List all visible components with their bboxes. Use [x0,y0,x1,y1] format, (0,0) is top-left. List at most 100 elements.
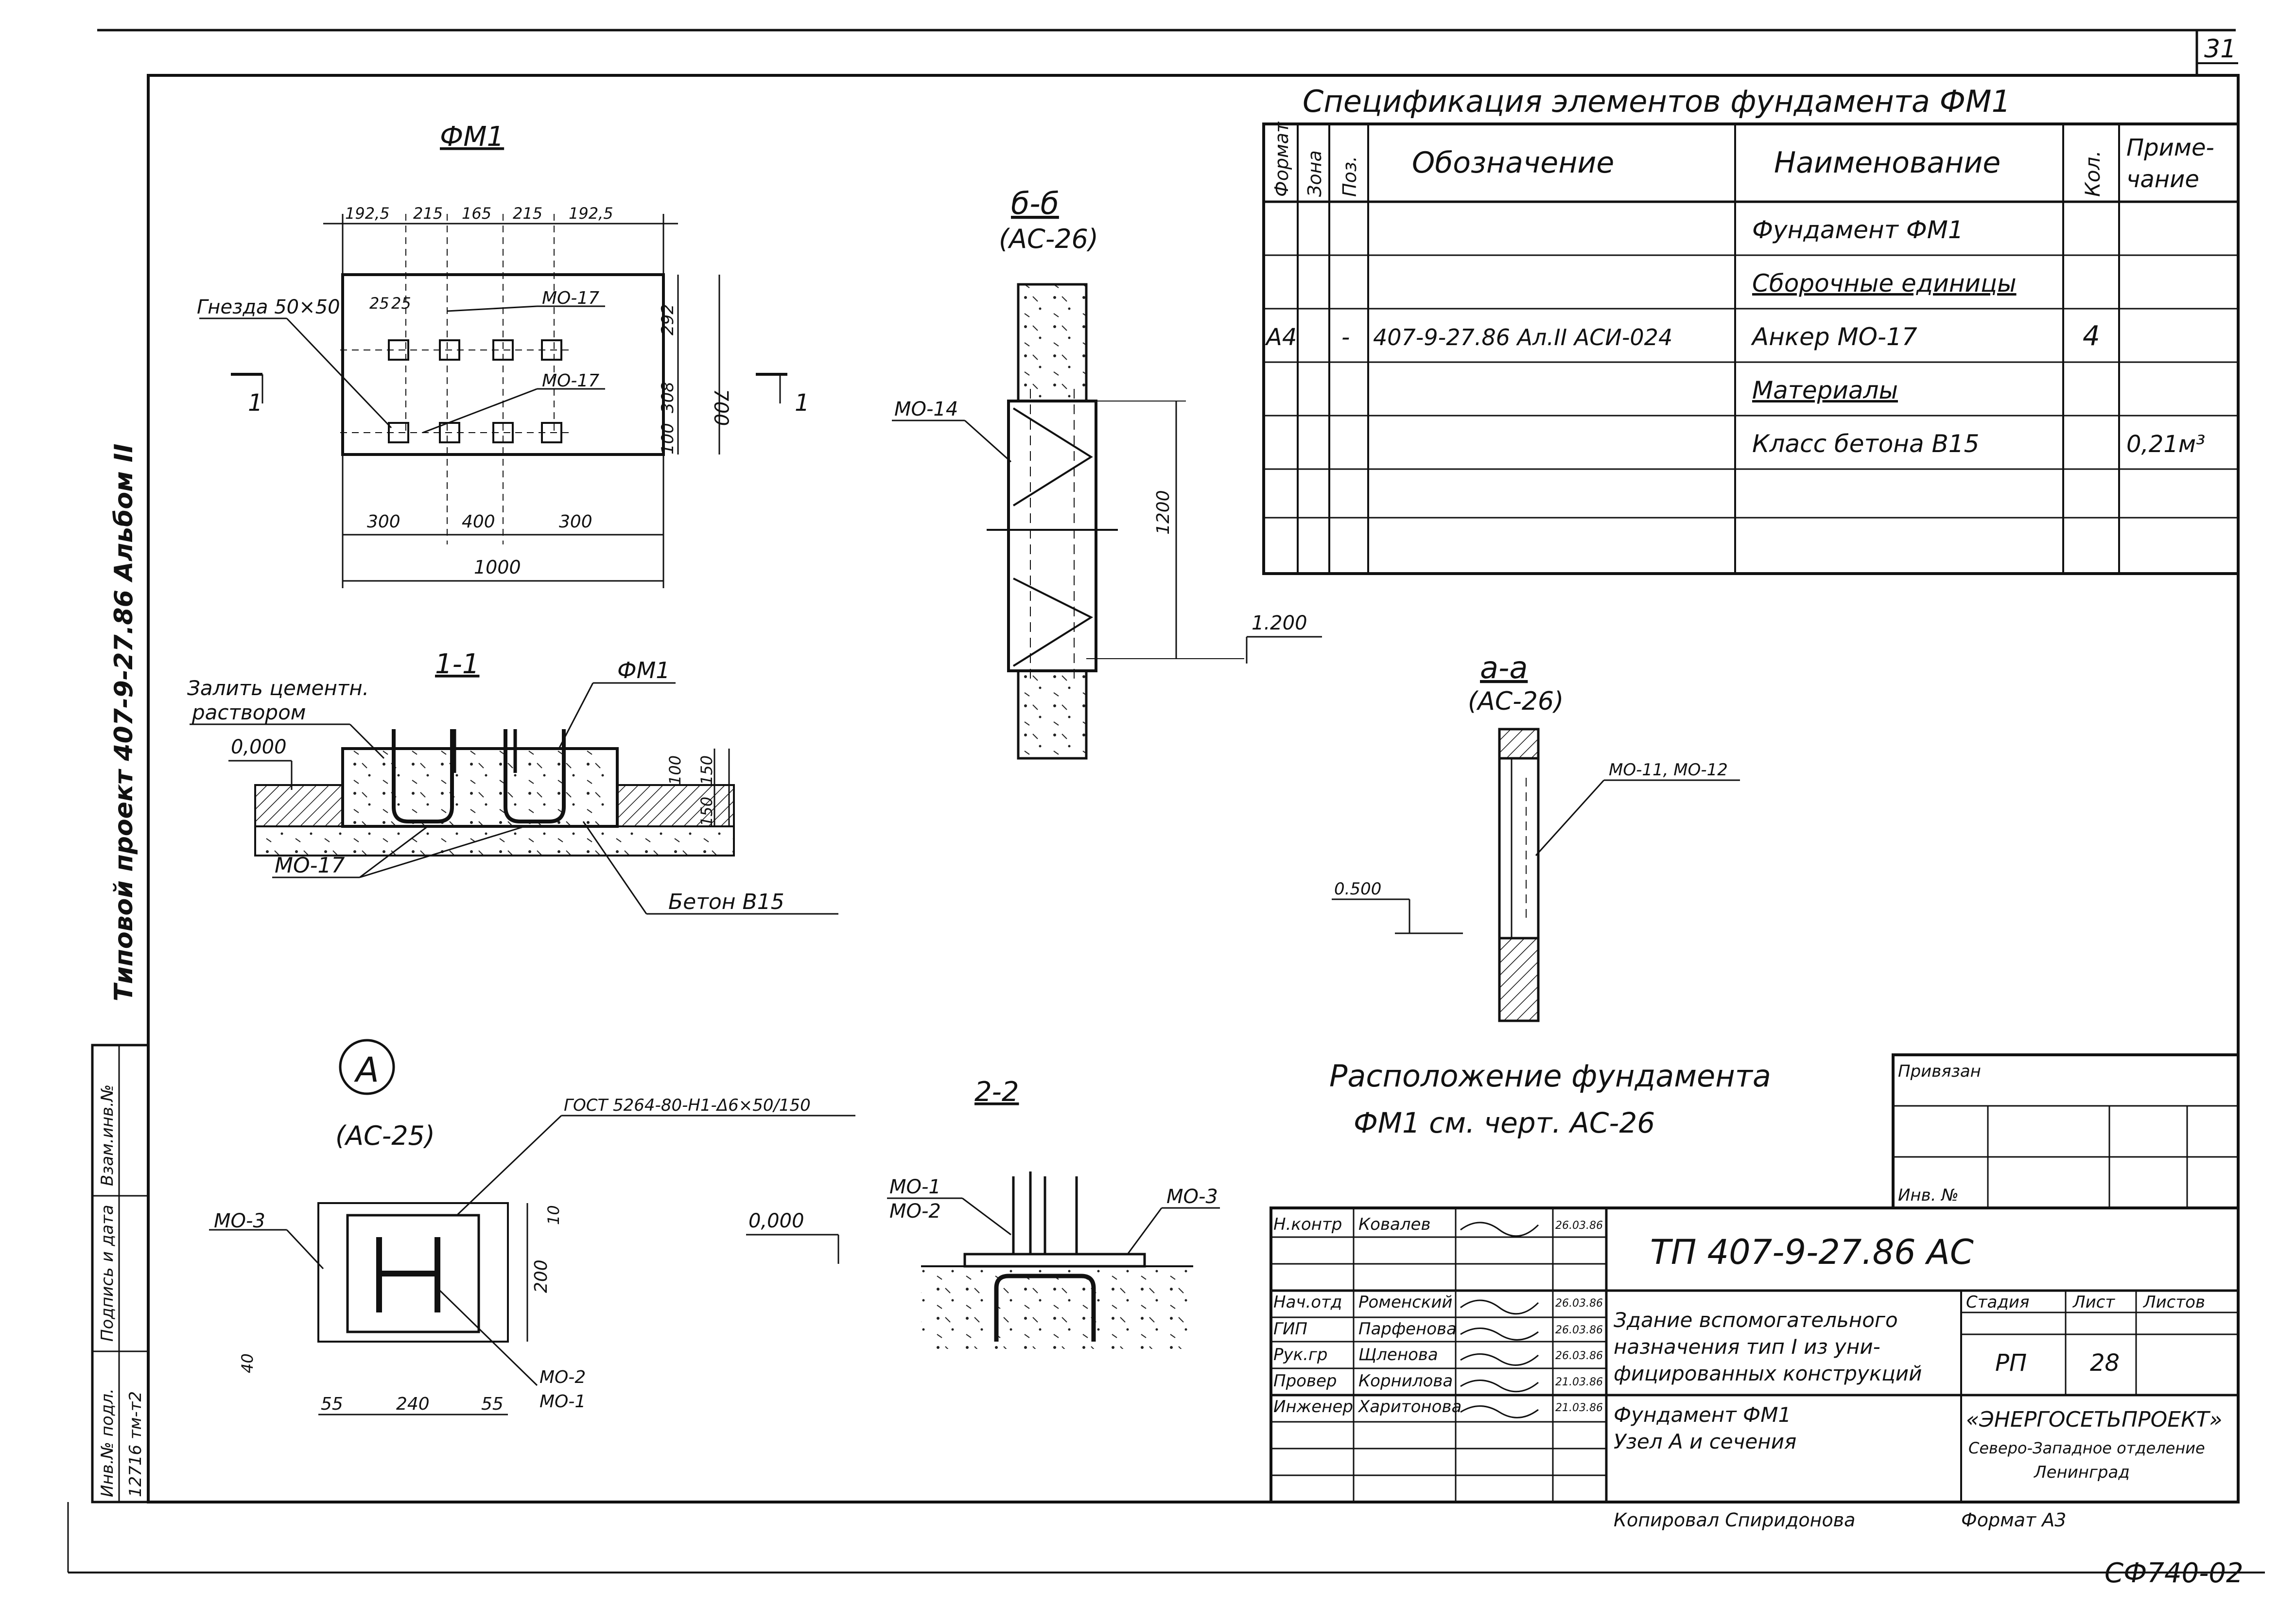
tb-date-6: 21.03.86 [1555,1402,1603,1414]
tb-drawing-2: Узел А и сечения [1614,1430,1796,1453]
plan-dim-top-4: 215 [513,204,542,223]
tb-building-3: фицированных конструкций [1614,1362,1922,1385]
sec11-grout-2: раствором [191,700,306,724]
plan-cut-right: 1 [795,389,810,417]
tb-date-2: 26.03.86 [1555,1297,1603,1310]
nodeA-small-1: 10 [544,1205,563,1225]
plan-mark-1: МО-17 [542,288,599,308]
spec-row3-format: А4 [1265,324,1297,351]
tb-attached: Привязан [1898,1062,1981,1081]
plan-overall: 1000 [474,557,521,578]
tb-role-2: Нач.отд [1273,1293,1342,1312]
section-2-2: 2-2 МО-1 МО-2 МО-3 0,000 [746,1076,1220,1349]
spec-row5-name: Класс бетона В15 [1752,430,1979,458]
plan-dim-right-1: 292 [658,304,678,335]
spec-row1-name: Фундамент ФМ1 [1752,216,1964,244]
tb-name-3: Парфенова [1358,1319,1457,1339]
tb-role-4: Рук.гр [1273,1345,1327,1364]
plan-cut-left: 1 [248,389,263,417]
sec11-concrete: Бетон В15 [668,890,784,914]
sec22-mark-3: МО-3 [1166,1186,1218,1208]
sec22-title: 2-2 [974,1076,1019,1108]
nodeA-letter: А [354,1050,379,1090]
tb-role-6: Инженер [1273,1397,1353,1416]
plan-dim-top-3: 165 [462,204,491,223]
tb-building-2: назначения тип I из уни- [1614,1335,1880,1359]
tb-date-1: 26.03.86 [1555,1220,1603,1232]
tb-stage-h: Стадия [1966,1293,2029,1312]
secaa-level: 0.500 [1334,879,1381,899]
sec11-level: 0,000 [231,736,287,758]
stamp-replaces: Взам.инв.№ [98,1084,117,1186]
sec11-dim-2: 150 [697,755,716,785]
spec-row2-name: Сборочные единицы [1752,269,2017,297]
spec-row3-pos: - [1341,324,1350,351]
section-1-1: 1-1 Залить цементн. раствором ФМ1 0,000 … [187,648,838,915]
side-title: Типовой проект 407-9-27.86 Альбом II [109,444,139,1001]
spec-h-designation: Обозначение [1412,146,1614,180]
tb-name-2: Роменский [1358,1293,1453,1312]
tb-role-1: Н.контр [1273,1215,1342,1234]
spec-h-name: Наименование [1774,146,2000,180]
sheet-code: СФ740-02 [2105,1557,2244,1589]
tb-date-5: 21.03.86 [1555,1376,1603,1388]
secaa-title: а-а [1480,650,1528,685]
tb-name-6: Харитонова [1357,1397,1461,1416]
tb-org-3: Ленинград [2033,1463,2130,1482]
plan-dim-right-2: 308 [658,382,678,413]
sec66-level: 1.200 [1252,612,1307,634]
sec22-mark-1: МО-1 [889,1176,941,1198]
plan-dim-bottom-3: 300 [559,512,592,532]
spec-h-zone: Зона [1304,150,1325,197]
sheet-number: 31 [2204,35,2236,64]
spec-title: Спецификация элементов фундамента ФМ1 [1303,84,2011,119]
plan-small-1: 25 [369,294,389,313]
note-line-2: ФМ1 см. черт. АС-26 [1354,1106,1655,1139]
section-a-a: а-а (АС-26) МО-11, МО-12 0.500 [1332,650,1740,1022]
stamp-inv-value: 12716 тм-т2 [126,1391,145,1497]
tb-org-2: Северо-Западное отделение [1968,1439,2205,1457]
plan-mark-2: МО-17 [542,371,599,391]
plan-small-2: 25 [391,294,411,313]
tb-project: ТП 407-9-27.86 АС [1650,1232,1974,1272]
plan-height: 700 [710,389,732,426]
spec-h-format: Формат [1271,121,1292,197]
secaa-mark: МО-11, МО-12 [1609,760,1728,780]
spec-h-note-1: Приме- [2126,134,2214,161]
sec22-mark-2: МО-2 [889,1200,941,1223]
sec66-ref: (АС-26) [999,224,1098,254]
sec11-grout-1: Залить цементн. [187,676,369,700]
tb-stage: РП [1995,1349,2027,1377]
sec11-anchor: МО-17 [275,853,345,878]
spec-h-qty: Кол. [2081,150,2105,197]
sec66-dim: 1200 [1153,490,1173,535]
left-stamp: Взам.инв.№ Подпись и дата Инв.№ подл. 12… [91,1044,150,1503]
spec-row3-designation: 407-9-27.86 Ал.II АСИ-024 [1373,324,1672,350]
tb-sheet-no: 28 [2090,1349,2120,1377]
tb-building-1: Здание вспомогательного [1614,1308,1898,1332]
nodeA-dim-3: 55 [481,1394,504,1414]
plan-dim-top-1: 192,5 [345,204,390,223]
nodeA-mark-1: МО-1 [539,1392,586,1412]
spec-row4-name: Материалы [1752,376,1898,404]
plan-view: ФМ1 192,5 215 165 215 192,5 Гнезда 50×50… [197,121,810,588]
sec11-dim-3: 150 [697,797,716,826]
spec-row3-qty: 4 [2083,320,2100,352]
plan-dim-right-3: 100 [658,423,678,454]
tb-name-4: Щленова [1358,1345,1438,1364]
node-a: А (АС-25) ГОСТ 5264-80-Н1-Δ6×50/150 МО-3… [209,1039,855,1416]
tb-name-5: Корнилова [1358,1371,1453,1391]
stamp-signature: Подпись и дата [98,1205,117,1342]
copied-by: Копировал Спиридонова [1614,1509,1855,1531]
sec22-level: 0,000 [748,1210,804,1232]
section-6-6: б-б (АС-26) МО-14 1200 1.200 [892,186,1322,760]
nodeA-dim-1: 55 [321,1394,343,1414]
plan-dim-bottom-2: 400 [462,512,495,532]
tb-sheet-h: Лист [2072,1293,2115,1312]
title-block: Привязан Инв. № Н.контр Нач.отд ГИП Рук.… [1270,1053,2240,1503]
nodeA-mark-2: МО-2 [539,1367,586,1387]
tb-date-3: 26.03.86 [1555,1324,1603,1336]
spec-table: Спецификация элементов фундамента ФМ1 Фо… [1262,84,2240,575]
tb-signatures [1460,1222,1539,1418]
